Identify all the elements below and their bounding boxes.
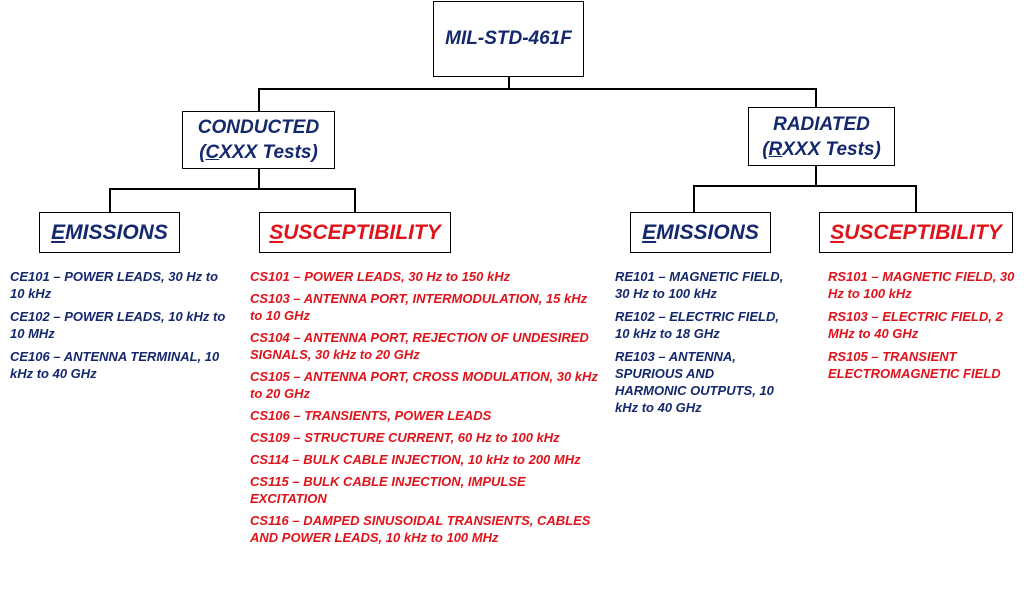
connector-radiated-down (815, 166, 817, 186)
radiated-susceptibility-label: SUSCEPTIBILITY (830, 220, 1002, 244)
radiated-emissions-label: EMISSIONS (642, 220, 759, 244)
list-item: RS103 – ELECTRIC FIELD, 2 MHz to 40 GHz (828, 309, 1003, 341)
conducted-node: CONDUCTED (CXXX Tests) (182, 111, 335, 169)
root-node: MIL-STD-461F (433, 1, 584, 77)
radiated-emissions-node: EMISSIONS (630, 212, 771, 253)
conducted-susceptibility-label: SUSCEPTIBILITY (269, 220, 441, 244)
connector-radiated-susceptibility (915, 185, 917, 212)
conducted-subtitle: (CXXX Tests) (199, 142, 318, 163)
root-label: MIL-STD-461F (445, 28, 572, 49)
list-item: RS101 – MAGNETIC FIELD, 30 Hz to 100 kHz (828, 269, 1015, 301)
connector-conducted-susceptibility (354, 188, 356, 212)
connector-top-horizontal (258, 88, 816, 90)
list-item: CS114 – BULK CABLE INJECTION, 10 kHz to … (250, 452, 581, 467)
list-item: CS116 – DAMPED SINUSOIDAL TRANSIENTS, CA… (250, 513, 591, 545)
conducted-susceptibility-node: SUSCEPTIBILITY (259, 212, 451, 253)
list-item: CS104 – ANTENNA PORT, REJECTION OF UNDES… (250, 330, 589, 362)
list-item: RE103 – ANTENNA, SPURIOUS AND HARMONIC O… (615, 349, 774, 415)
radiated-node: RADIATED (RXXX Tests) (748, 107, 895, 166)
connector-root-down (508, 77, 510, 89)
radiated-susceptibility-node: SUSCEPTIBILITY (819, 212, 1013, 253)
list-item: CE106 – ANTENNA TERMINAL, 10 kHz to 40 G… (10, 349, 220, 381)
radiated-subtitle: (RXXX Tests) (762, 138, 881, 160)
conducted-emissions-list: CE101 – POWER LEADS, 30 Hz to 10 kHz CE1… (10, 268, 235, 388)
connector-to-conducted (258, 88, 260, 111)
list-item: CS101 – POWER LEADS, 30 Hz to 150 kHz (250, 269, 511, 284)
list-item: CS105 – ANTENNA PORT, CROSS MODULATION, … (250, 369, 598, 401)
connector-to-radiated (815, 88, 817, 107)
radiated-emissions-list: RE101 – MAGNETIC FIELD, 30 Hz to 100 kHz… (615, 268, 787, 422)
connector-radiated-emissions (693, 185, 695, 212)
conducted-title: CONDUCTED (197, 117, 320, 138)
connector-conducted-down (258, 169, 260, 189)
list-item: CE101 – POWER LEADS, 30 Hz to 10 kHz (10, 269, 219, 301)
list-item: CE102 – POWER LEADS, 10 kHz to 10 MHz (10, 309, 226, 341)
conducted-susceptibility-list: CS101 – POWER LEADS, 30 Hz to 150 kHz CS… (250, 268, 602, 551)
list-item: CS106 – TRANSIENTS, POWER LEADS (250, 408, 492, 423)
connector-radiated-horizontal (693, 185, 916, 187)
radiated-susceptibility-list: RS101 – MAGNETIC FIELD, 30 Hz to 100 kHz… (828, 268, 1018, 388)
list-item: RS105 – TRANSIENT ELECTROMAGNETIC FIELD (828, 349, 1001, 381)
list-item: CS103 – ANTENNA PORT, INTERMODULATION, 1… (250, 291, 588, 323)
radiated-title: RADIATED (773, 113, 870, 135)
list-item: RE102 – ELECTRIC FIELD, 10 kHz to 18 GHz (615, 309, 779, 341)
connector-conducted-horizontal (109, 188, 355, 190)
list-item: CS109 – STRUCTURE CURRENT, 60 Hz to 100 … (250, 430, 560, 445)
conducted-emissions-label: EMISSIONS (51, 220, 168, 244)
connector-conducted-emissions (109, 188, 111, 212)
list-item: CS115 – BULK CABLE INJECTION, IMPULSE EX… (250, 474, 526, 506)
list-item: RE101 – MAGNETIC FIELD, 30 Hz to 100 kHz (615, 269, 784, 301)
conducted-emissions-node: EMISSIONS (39, 212, 180, 253)
